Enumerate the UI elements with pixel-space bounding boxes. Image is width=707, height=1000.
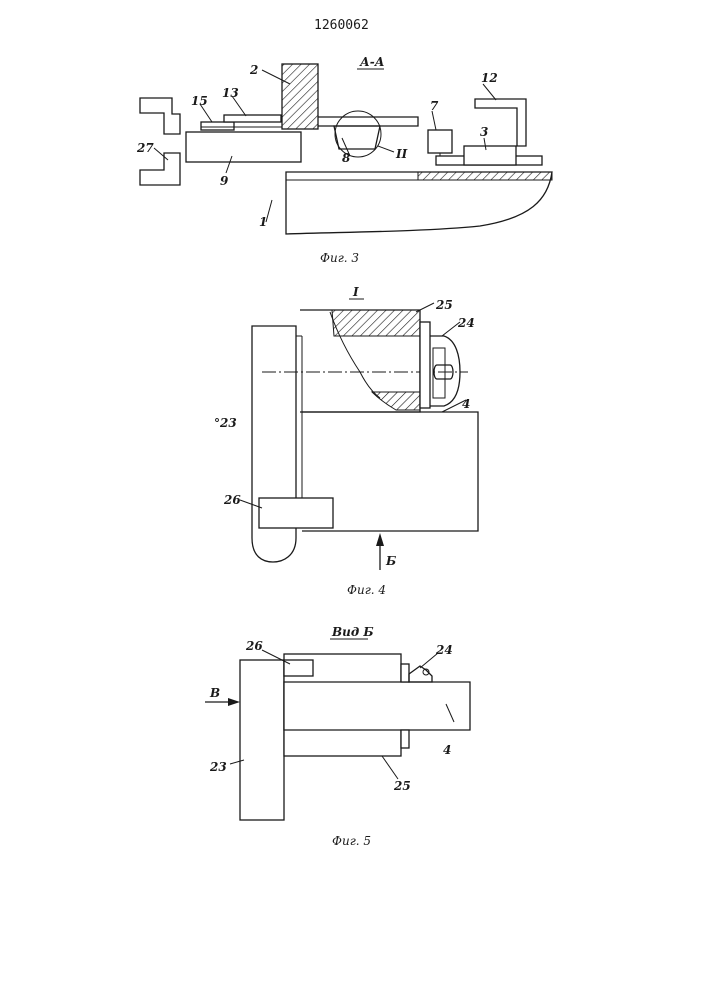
fig4-label-23: °23 bbox=[214, 416, 237, 430]
fig3-label-1: 1 bbox=[259, 215, 267, 229]
left-bracket-lower bbox=[140, 153, 180, 185]
fig5-label-24: 24 bbox=[435, 643, 453, 657]
part-9-carriage bbox=[186, 132, 301, 162]
fig5-caption: Фиг. 5 bbox=[332, 834, 371, 848]
fig3-label-3: 3 bbox=[480, 125, 488, 139]
fig5-section-label: Вид Б bbox=[331, 625, 374, 639]
fig3-label-27: 27 bbox=[136, 141, 154, 155]
part-24-clamp-lower bbox=[401, 730, 409, 748]
part-24-plate bbox=[420, 322, 430, 408]
fig3-label-detail-ii: II bbox=[395, 147, 408, 161]
part-7-unit bbox=[428, 130, 452, 153]
fig4-label-view-b: Б bbox=[385, 554, 396, 568]
fig3-caption: Фиг. 3 bbox=[320, 251, 359, 265]
left-bracket-upper bbox=[140, 98, 180, 134]
part-2-block bbox=[282, 64, 318, 129]
part-8-slider bbox=[334, 126, 380, 149]
figure-5: Вид Б 26 24 В 23 4 25 Фиг. 5 bbox=[205, 625, 470, 848]
fig4-label-26: 26 bbox=[223, 493, 241, 507]
base-hatched-strip bbox=[418, 172, 552, 180]
part-25-hatch-bottom bbox=[372, 392, 420, 410]
part-4-bar bbox=[284, 682, 470, 730]
fig4-label-25: 25 bbox=[435, 298, 453, 312]
part-26-slider bbox=[259, 498, 333, 528]
fig3-label-13: 13 bbox=[222, 86, 239, 100]
fig5-label-4: 4 bbox=[443, 743, 451, 757]
part-23-plate bbox=[240, 660, 284, 820]
fig3-label-15: 15 bbox=[191, 94, 208, 108]
fig5-label-23: 23 bbox=[209, 760, 227, 774]
figure-4: I 25 24 4 °23 26 bbox=[214, 285, 478, 597]
fig5-label-26: 26 bbox=[245, 639, 263, 653]
fig4-label-4: 4 bbox=[462, 397, 470, 411]
fig3-label-9: 9 bbox=[220, 174, 229, 188]
fig3-label-12: 12 bbox=[481, 71, 498, 85]
fig3-label-2: 2 bbox=[249, 63, 258, 77]
part-26-slider bbox=[284, 660, 313, 676]
part-15-plate bbox=[201, 122, 234, 130]
fig4-section-label: I bbox=[352, 285, 359, 299]
patent-number: 1260062 bbox=[314, 18, 369, 33]
part-3-block bbox=[464, 146, 516, 165]
fig3-section-label: А-А bbox=[359, 55, 385, 69]
part-24-clamp-upper bbox=[401, 664, 409, 682]
fig5-label-25: 25 bbox=[393, 779, 411, 793]
fig3-label-8: 8 bbox=[342, 151, 351, 165]
figure-3: А-А bbox=[136, 55, 552, 265]
fig4-label-24: 24 bbox=[457, 316, 475, 330]
guide-bar bbox=[318, 117, 418, 126]
fig4-caption: Фиг. 4 bbox=[347, 583, 386, 597]
part-13-rod bbox=[224, 115, 281, 122]
part-1-base bbox=[286, 172, 552, 234]
fig5-label-view-v: В bbox=[209, 686, 220, 700]
fig3-label-7: 7 bbox=[430, 99, 439, 113]
part-25-hatch-top bbox=[332, 310, 420, 336]
